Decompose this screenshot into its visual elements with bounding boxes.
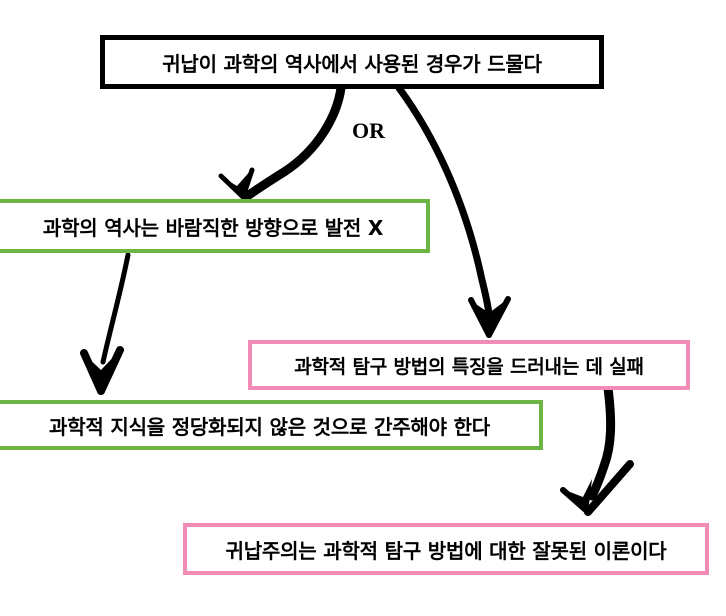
edge-history-to-knowledge bbox=[80, 252, 131, 395]
node-conclusion[interactable]: 귀납주의는 과학적 탐구 방법에 대한 잘못된 이론이다 bbox=[183, 523, 709, 575]
edge-root-to-history bbox=[218, 83, 346, 202]
node-root[interactable]: 귀납이 과학의 역사에서 사용된 경우가 드물다 bbox=[100, 35, 604, 89]
node-method-fail[interactable]: 과학적 탐구 방법의 특징을 드러내는 데 실패 bbox=[248, 340, 690, 390]
node-knowledge[interactable]: 과학적 지식을 정당화되지 않은 것으로 간주해야 한다 bbox=[0, 400, 543, 450]
edge-method-fail-to-conclusion bbox=[560, 383, 634, 516]
node-history[interactable]: 과학의 역사는 바람직한 방향으로 발전 X bbox=[0, 199, 430, 253]
or-connector-label: OR bbox=[352, 118, 385, 143]
